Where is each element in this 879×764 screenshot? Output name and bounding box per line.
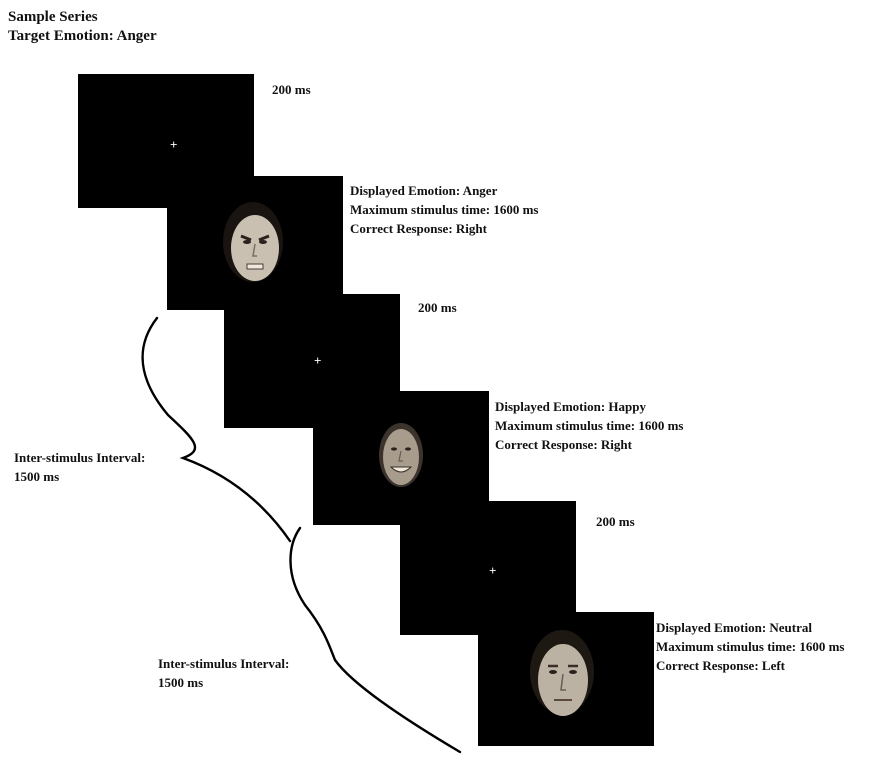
isi-label-1: Inter-stimulus Interval: 1500 ms xyxy=(14,448,145,486)
fixation-duration-2: 200 ms xyxy=(418,300,457,315)
stimulus-info-anger: Displayed Emotion: Anger Maximum stimulu… xyxy=(350,181,539,238)
angry-face-image xyxy=(223,202,283,282)
isi-label-text: Inter-stimulus Interval: xyxy=(14,450,146,465)
max-stimulus-time-text: Maximum stimulus time: 1600 ms xyxy=(495,418,684,433)
displayed-emotion-text: Displayed Emotion: Anger xyxy=(350,183,498,198)
fixation-cross-icon: + xyxy=(314,353,322,368)
stimulus-frame-anger xyxy=(167,176,343,310)
fixation-duration-3: 200 ms xyxy=(596,514,635,529)
isi-brace-1 xyxy=(141,316,292,543)
isi-brace-2 xyxy=(289,526,462,754)
max-stimulus-time-text: Maximum stimulus time: 1600 ms xyxy=(656,639,845,654)
displayed-emotion-text: Displayed Emotion: Happy xyxy=(495,399,646,414)
displayed-emotion-text: Displayed Emotion: Neutral xyxy=(656,620,812,635)
correct-response-text: Correct Response: Right xyxy=(350,221,487,236)
isi-duration-text: 1500 ms xyxy=(14,469,60,484)
fixation-cross-icon: + xyxy=(170,137,178,152)
fixation-cross-icon: + xyxy=(489,563,497,578)
isi-duration-text: 1500 ms xyxy=(158,675,204,690)
correct-response-text: Correct Response: Left xyxy=(656,658,785,673)
target-emotion-label: Target Emotion: Anger xyxy=(8,28,157,44)
happy-face-image xyxy=(379,423,423,487)
max-stimulus-time-text: Maximum stimulus time: 1600 ms xyxy=(350,202,539,217)
correct-response-text: Correct Response: Right xyxy=(495,437,632,452)
isi-label-text: Inter-stimulus Interval: xyxy=(158,656,290,671)
diagram-title: Sample Series xyxy=(8,9,98,25)
stimulus-frame-neutral xyxy=(478,612,654,746)
stimulus-info-happy: Displayed Emotion: Happy Maximum stimulu… xyxy=(495,397,684,454)
fixation-duration-1: 200 ms xyxy=(272,82,311,97)
isi-label-2: Inter-stimulus Interval: 1500 ms xyxy=(158,654,289,692)
stimulus-info-neutral: Displayed Emotion: Neutral Maximum stimu… xyxy=(656,618,845,675)
neutral-face-image xyxy=(530,630,594,716)
